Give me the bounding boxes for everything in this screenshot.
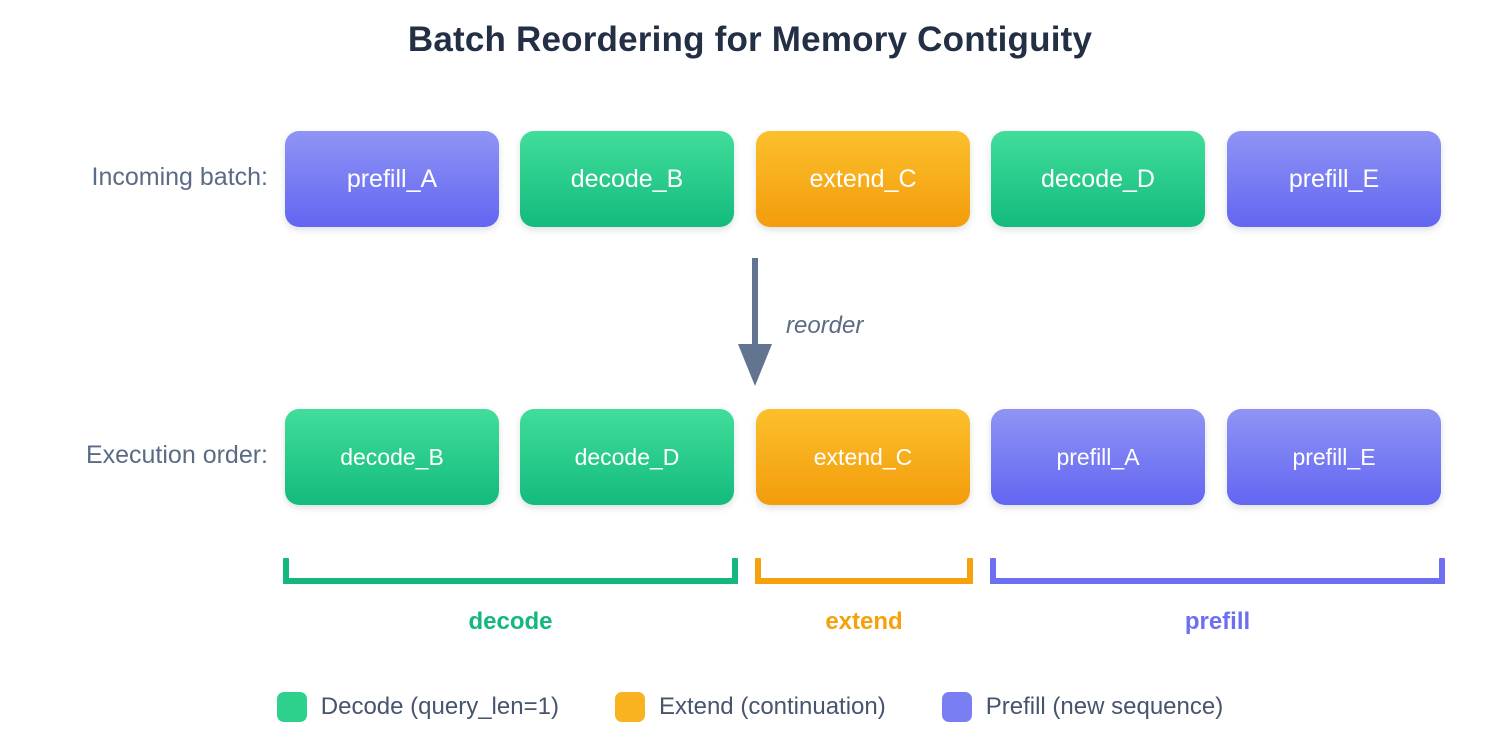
incoming-batch-row: prefill_A decode_B extend_C decode_D pre… <box>285 131 1445 227</box>
bracket-tick-left <box>990 558 996 584</box>
legend-label-decode: Decode (query_len=1) <box>320 693 559 720</box>
exec-box-label: prefill_E <box>1292 443 1376 470</box>
batch-box-label: decode_B <box>570 164 684 193</box>
bracket-tick-left <box>283 558 289 584</box>
group-bracket-prefill <box>990 558 1445 584</box>
exec-box-decode-d[interactable]: decode_D <box>520 409 734 505</box>
reorder-label: reorder <box>786 312 864 339</box>
bracket-tick-left <box>755 558 761 584</box>
legend-swatch-prefill <box>941 692 972 722</box>
legend-item-prefill: Prefill (new sequence) <box>941 692 1224 722</box>
group-label-prefill: prefill <box>1184 608 1251 635</box>
batch-box-label: prefill_A <box>346 164 438 193</box>
execution-order-row: decode_B decode_D extend_C prefill_A pre… <box>285 409 1445 505</box>
exec-box-label: decode_B <box>340 443 444 470</box>
batch-box-label: prefill_E <box>1288 164 1380 193</box>
exec-box-decode-b[interactable]: decode_B <box>285 409 499 505</box>
legend-label-prefill: Prefill (new sequence) <box>985 693 1224 720</box>
batch-box-decode-b[interactable]: decode_B <box>520 131 734 227</box>
down-arrow-icon <box>738 258 772 386</box>
legend-swatch-decode <box>276 692 307 722</box>
exec-box-label: decode_D <box>574 443 680 470</box>
group-label-decode: decode <box>468 608 553 635</box>
page-title: Batch Reordering for Memory Contiguity <box>407 20 1093 59</box>
legend-label-extend: Extend (continuation) <box>658 693 886 720</box>
exec-box-prefill-a[interactable]: prefill_A <box>991 409 1205 505</box>
bracket-bar <box>990 578 1445 584</box>
batch-box-label: extend_C <box>809 164 917 193</box>
group-bracket-extend <box>755 558 973 584</box>
legend-item-extend: Extend (continuation) <box>614 692 886 722</box>
exec-box-label: extend_C <box>813 443 913 470</box>
batch-box-extend-c[interactable]: extend_C <box>756 131 970 227</box>
exec-box-label: prefill_A <box>1056 443 1140 470</box>
group-label-extend: extend <box>825 608 903 635</box>
batch-box-prefill-e[interactable]: prefill_E <box>1227 131 1441 227</box>
reorder-arrow <box>700 258 820 388</box>
bracket-bar <box>283 578 738 584</box>
legend-item-decode: Decode (query_len=1) <box>276 692 559 722</box>
batch-box-prefill-a[interactable]: prefill_A <box>285 131 499 227</box>
legend-swatch-extend <box>614 692 645 722</box>
batch-box-label: decode_D <box>1041 164 1155 193</box>
bracket-tick-right <box>967 558 973 584</box>
exec-box-prefill-e[interactable]: prefill_E <box>1227 409 1441 505</box>
incoming-batch-label: Incoming batch: <box>91 163 269 191</box>
legend: Decode (query_len=1) Extend (continuatio… <box>0 692 1500 722</box>
batch-box-decode-d[interactable]: decode_D <box>991 131 1205 227</box>
group-bracket-decode <box>283 558 738 584</box>
bracket-bar <box>755 578 973 584</box>
exec-box-extend-c[interactable]: extend_C <box>756 409 970 505</box>
bracket-tick-right <box>732 558 738 584</box>
execution-order-label: Execution order: <box>85 441 268 469</box>
bracket-tick-right <box>1439 558 1445 584</box>
